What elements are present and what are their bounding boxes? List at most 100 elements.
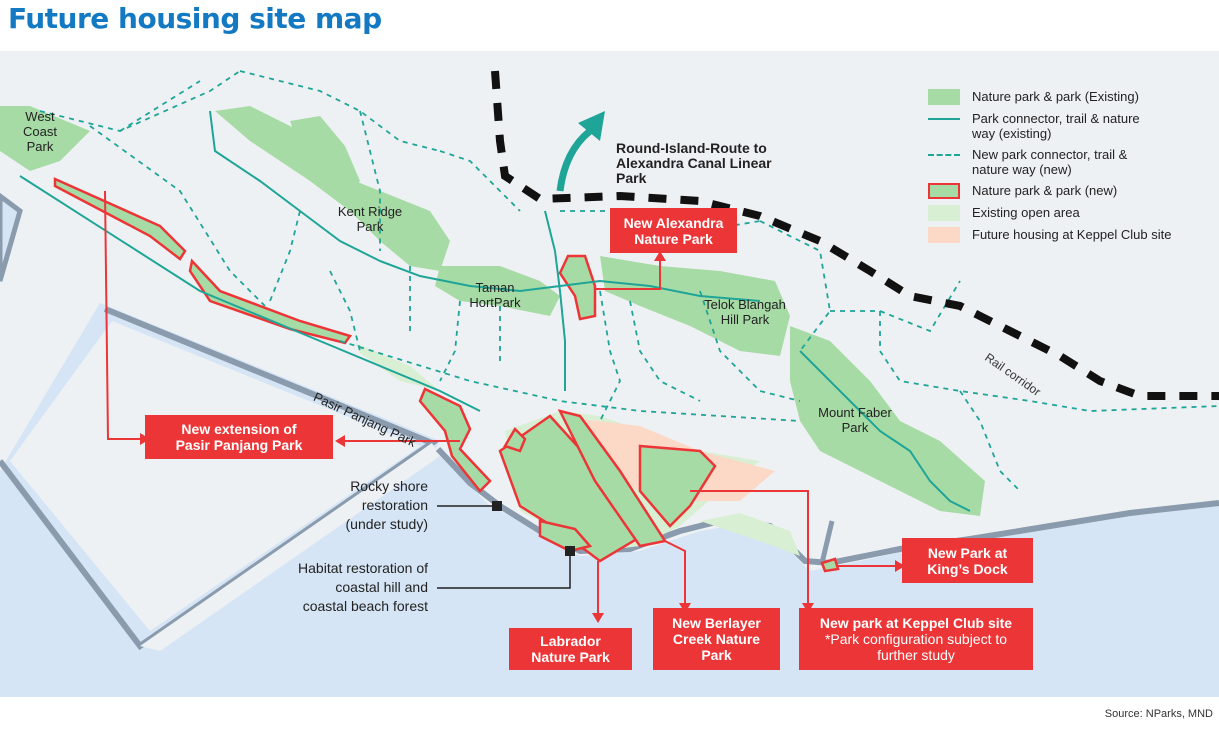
annotation-rocky: Rocky shore restoration (under study) [250,477,428,534]
legend-label: Future housing at Keppel Club site [972,227,1172,242]
new-kings [820,557,840,573]
new-pasir-head [503,426,527,453]
callout-alexandra[interactable]: New Alexandra Nature Park [610,208,737,253]
source-credit: Source: NParks, MND [1104,708,1213,720]
callout-note: further study [877,647,955,663]
callout-line: King’s Dock [927,560,1008,577]
dash-3 [119,80,201,132]
marker-habitat [565,546,575,556]
callout-line: Creek Nature [672,631,761,647]
callout-pasir-extension[interactable]: New extension of Pasir Panjang Park [145,415,333,459]
new-pasir-strip-2 [188,258,353,345]
new-connectors [39,70,1219,492]
dash-8 [439,150,521,212]
label-line: Park [26,139,54,154]
callout-line: New Berlayer [672,615,761,631]
new-pasir-strip-1 [53,177,187,261]
label-line: Telok Blangah [704,297,786,312]
park-mount-faber [790,326,985,516]
pier-fill [10,321,420,631]
existing-connectors [19,110,971,512]
sea-west [0,192,23,282]
label-line: Park [841,420,869,435]
line-pasir-1 [104,190,140,440]
label-west-coast: West Coast Park [14,109,66,154]
label-line: West [25,109,55,124]
connector-faber [799,350,971,512]
map-legend: Nature park & park (Existing) Park conne… [928,89,1218,249]
new-labrador [498,414,652,563]
annotation-habitat: Habitat restoration of coastal hill and … [230,559,428,616]
dash-1 [39,70,241,132]
dash-15 [959,390,1021,492]
park-kent-ridge-2 [290,116,360,201]
open-area-2 [355,343,440,391]
dash-7 [329,270,361,352]
label-line: HortPark [469,295,521,310]
existing-park-swatch [928,89,960,105]
legend-new-park: Nature park & park (new) [928,183,1218,199]
annotation-line: restoration [361,497,428,513]
route-label: Round-Island-Route to Alexandra Canal Li… [616,140,772,186]
new-park-swatch [928,183,960,199]
connector-north [544,210,566,391]
label-line: Coast [23,124,57,139]
page-title: Future housing site map [8,2,382,35]
callout-lines [104,190,895,613]
dash-14 [879,311,1219,412]
line-berlayer [664,540,686,603]
head-alexandra [654,251,666,261]
new-labrador-2 [538,519,593,553]
callout-keppel[interactable]: New park at Keppel Club site *Park confi… [799,608,1033,670]
new-keppel [638,444,717,528]
dash-6 [269,210,301,302]
callout-heads [140,251,905,623]
legend-housing: Future housing at Keppel Club site [928,227,1218,243]
annotation-line: Rocky shore [350,478,428,494]
legend-existing-connector: Park connector, trail & nature way (exis… [928,111,1218,141]
dash-17 [439,300,461,382]
dock-line [819,520,835,564]
park-west-coast [0,106,90,171]
park-taman [435,266,560,316]
callout-line: New park at Keppel Club site [819,615,1013,631]
legend-label: Existing open area [972,205,1080,220]
annotation-line: coastal beach forest [302,598,428,614]
open-area-3 [700,513,800,556]
route-arrow [556,128,593,192]
dash-4 [239,70,441,152]
rail-corridor [491,70,1219,400]
site-map[interactable]: West Coast Park Kent Ridge Park Taman Ho… [0,51,1219,697]
callout-line: New Alexandra [623,214,724,231]
marker-rocky [492,501,502,511]
legend-label: Nature park & park (Existing) [972,89,1139,104]
callout-labrador[interactable]: Labrador Nature Park [509,628,632,670]
label-line: Hill Park [720,312,770,327]
connector-coast [19,175,481,412]
legend-open-area: Existing open area [928,205,1218,221]
head-labrador [592,613,604,623]
callout-line: New extension of [181,421,297,437]
callout-line: New Park at [927,544,1008,561]
label-kent-ridge: Kent Ridge Park [325,204,415,234]
callout-line: Nature Park [531,649,610,665]
annotation-line: coastal hill and [335,579,428,595]
dash-11 [699,290,801,402]
label-mount-faber: Mount Faber Park [805,405,905,435]
legend-label: New park connector, trail & nature way (… [972,147,1128,177]
annotation-line: Habitat restoration of [298,560,428,576]
solid-connector-line [928,111,960,127]
callout-kings-dock[interactable]: New Park at King’s Dock [902,538,1033,583]
legend-new-connector: New park connector, trail & nature way (… [928,147,1218,177]
dash-12 [759,220,831,352]
line-alexandra [595,261,661,290]
label-taman: Taman HortPark [455,280,535,310]
dash-5 [359,110,381,251]
label-line: Mount Faber [818,405,892,420]
callout-line: Pasir Panjang Park [175,437,303,453]
housing-swatch [928,227,960,243]
callout-berlayer[interactable]: New Berlayer Creek Nature Park [653,608,780,670]
route-arrowhead [578,111,605,141]
callout-line: Nature Park [634,230,713,247]
dash-2 [89,125,266,307]
